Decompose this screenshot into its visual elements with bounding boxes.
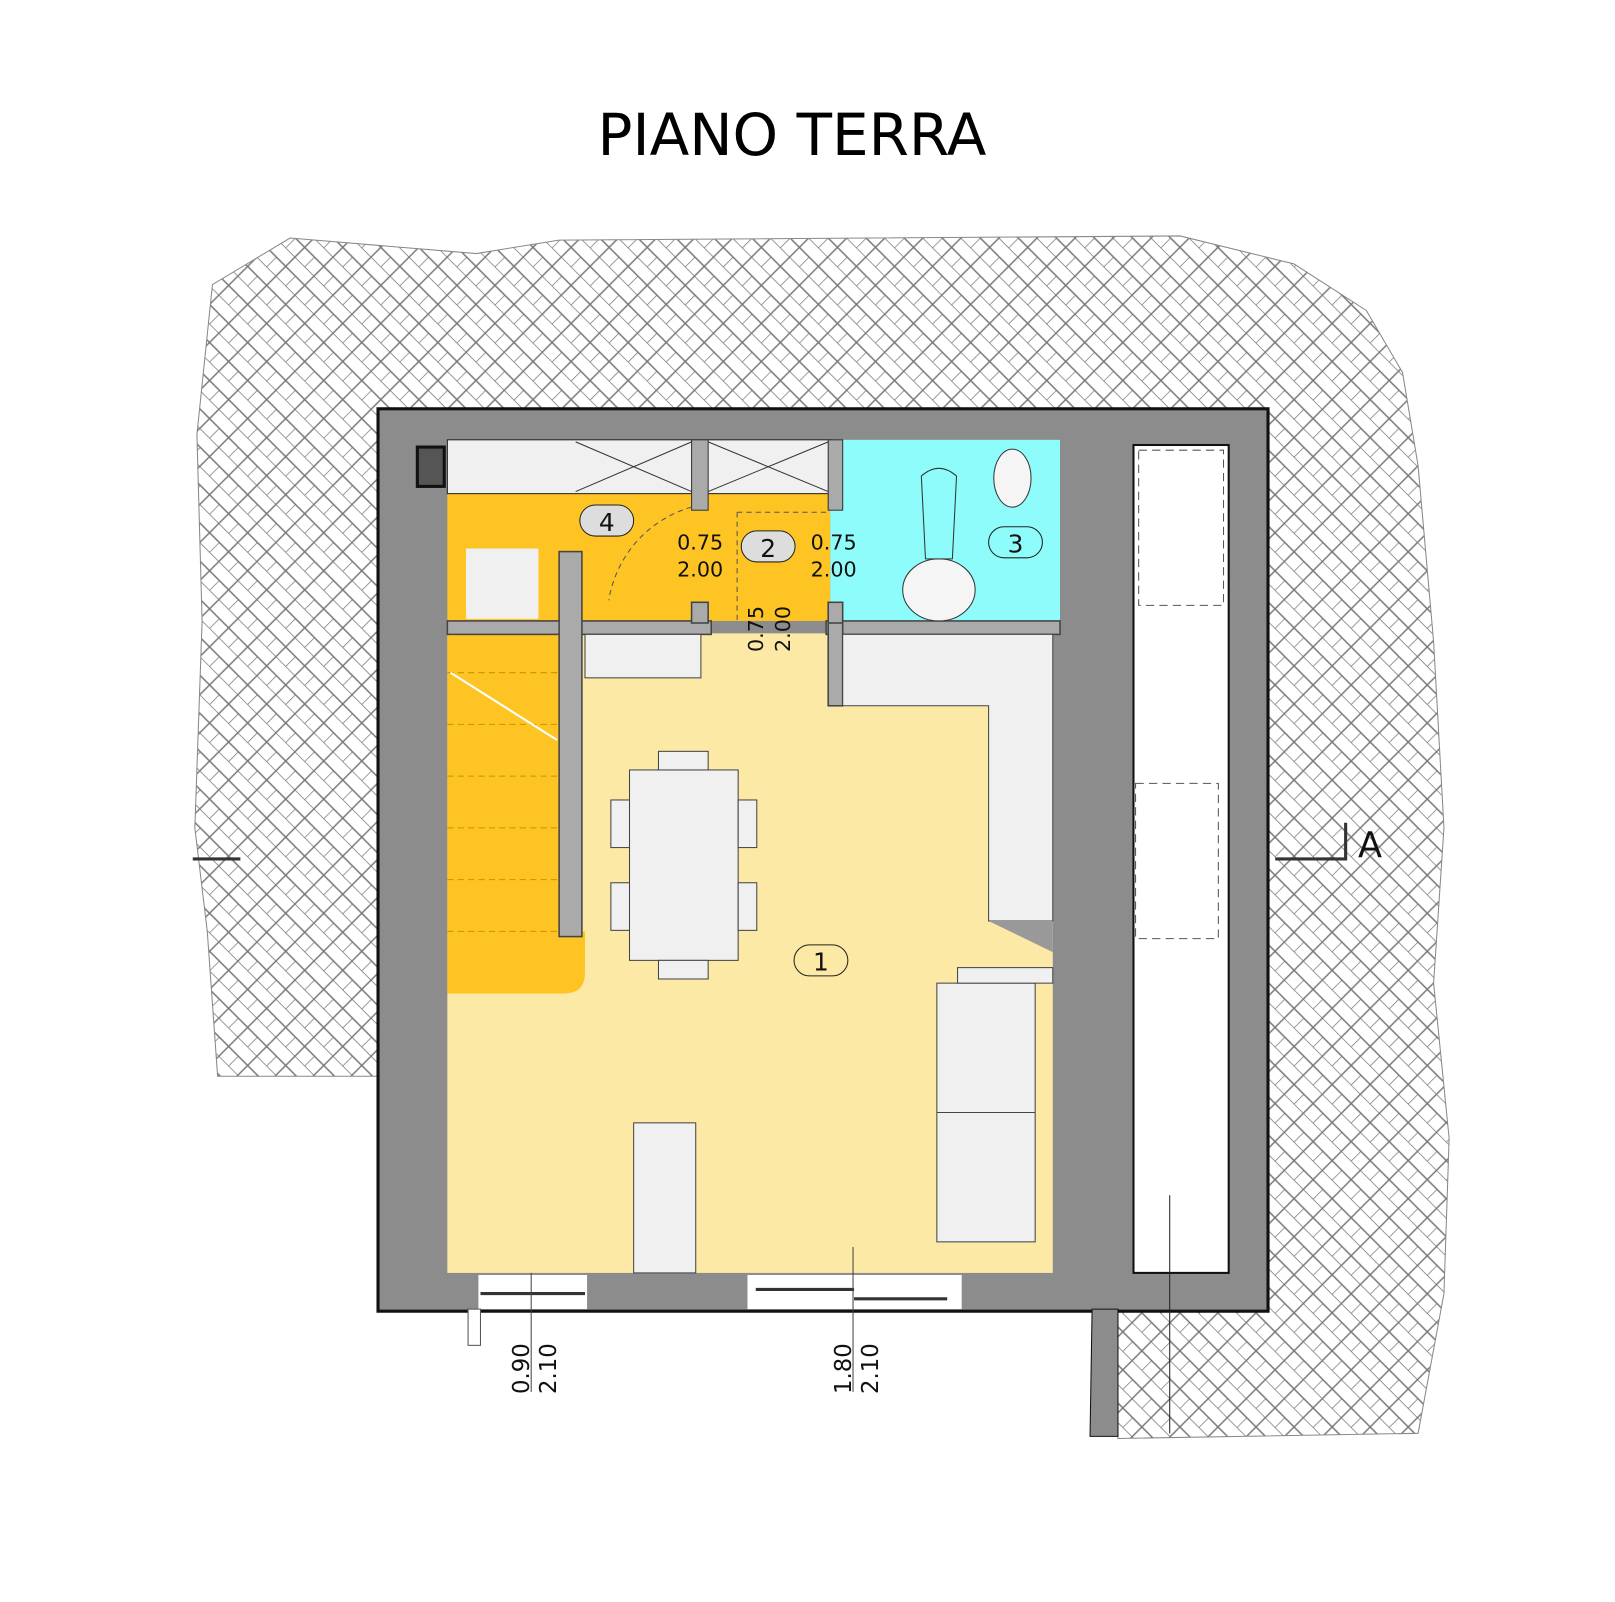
door-dim-2: 0.752.00 xyxy=(811,531,857,582)
dining-table xyxy=(628,769,739,961)
cabinet xyxy=(633,1122,697,1274)
room-tag-3: 3 xyxy=(988,526,1043,559)
svg-text:0.90: 0.90 xyxy=(509,1343,535,1394)
section-marker-label: A xyxy=(1358,825,1382,866)
toilet-icon xyxy=(993,448,1032,508)
sofa xyxy=(936,967,1054,1243)
page-title: PIANO TERRA xyxy=(598,101,987,169)
door-dim-1: 0.752.00 xyxy=(677,531,723,582)
svg-text:2: 2 xyxy=(760,534,776,563)
svg-text:3: 3 xyxy=(1008,530,1024,559)
sink-icon xyxy=(902,558,976,622)
section-line xyxy=(192,822,1348,861)
staircase xyxy=(447,633,585,994)
ground-hatch xyxy=(194,235,1450,1440)
room-tag-1: 1 xyxy=(793,944,849,977)
room-tag-2: 2 xyxy=(740,530,796,563)
chimney xyxy=(415,445,446,488)
svg-text:2.00: 2.00 xyxy=(811,557,857,581)
cavity-space xyxy=(1132,443,1230,1274)
svg-text:2.00: 2.00 xyxy=(677,557,723,581)
svg-text:2.10: 2.10 xyxy=(536,1343,562,1394)
room-tag-4: 4 xyxy=(579,504,635,537)
svg-text:0.75: 0.75 xyxy=(744,606,768,652)
svg-text:1.80: 1.80 xyxy=(831,1343,857,1394)
svg-text:0.75: 0.75 xyxy=(677,531,723,555)
svg-text:0.75: 0.75 xyxy=(811,531,857,555)
interior-walls xyxy=(446,550,1061,938)
svg-text:2.10: 2.10 xyxy=(858,1343,884,1394)
svg-text:2.00: 2.00 xyxy=(771,606,795,652)
svg-text:4: 4 xyxy=(599,508,615,537)
svg-text:1: 1 xyxy=(813,948,829,977)
